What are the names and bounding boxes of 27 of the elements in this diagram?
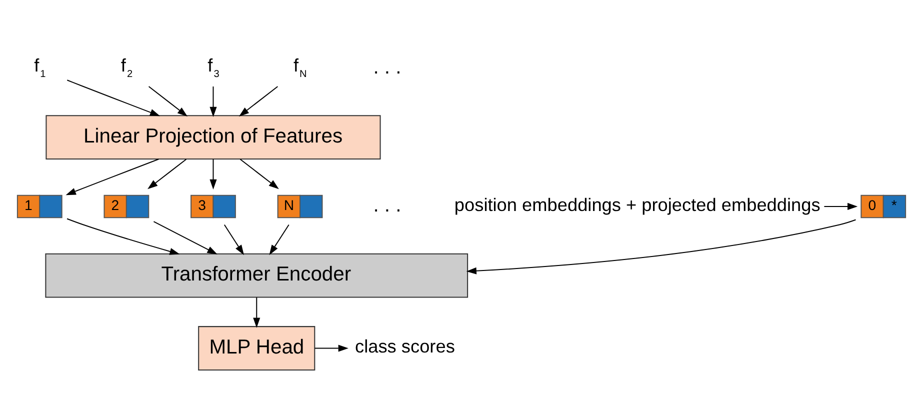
arrow: [66, 158, 159, 195]
arrow: [154, 220, 218, 254]
arrow: [269, 224, 290, 255]
arrow: [824, 202, 858, 210]
label: . . .: [373, 56, 402, 78]
arrow: [238, 86, 278, 116]
node-text: f$_{3}$: [208, 55, 220, 80]
arrow: [210, 86, 217, 117]
node-text: f$_{N}$: [293, 55, 307, 80]
node-text: f$_{1}$: [34, 55, 46, 80]
arrow: [148, 86, 188, 116]
arrow: [148, 158, 187, 189]
arrow: [224, 224, 244, 255]
arrow: [253, 296, 260, 328]
arrow: [240, 158, 279, 189]
arrow: [66, 218, 180, 254]
node-text: f$_{2}$: [120, 55, 133, 80]
node-text: position embeddings + projected embeddings: [454, 194, 820, 214]
arrow: [314, 344, 348, 352]
node-text: class scores: [355, 336, 455, 356]
node-box: Transformer Encoder: [45, 252, 468, 298]
arrow: [210, 158, 217, 190]
label: . . .: [373, 194, 402, 216]
node-box: Linear Projection of Features: [46, 114, 381, 160]
arrow: [466, 218, 856, 274]
arrow: [66, 79, 160, 116]
node-box: MLP Head: [198, 326, 316, 370]
